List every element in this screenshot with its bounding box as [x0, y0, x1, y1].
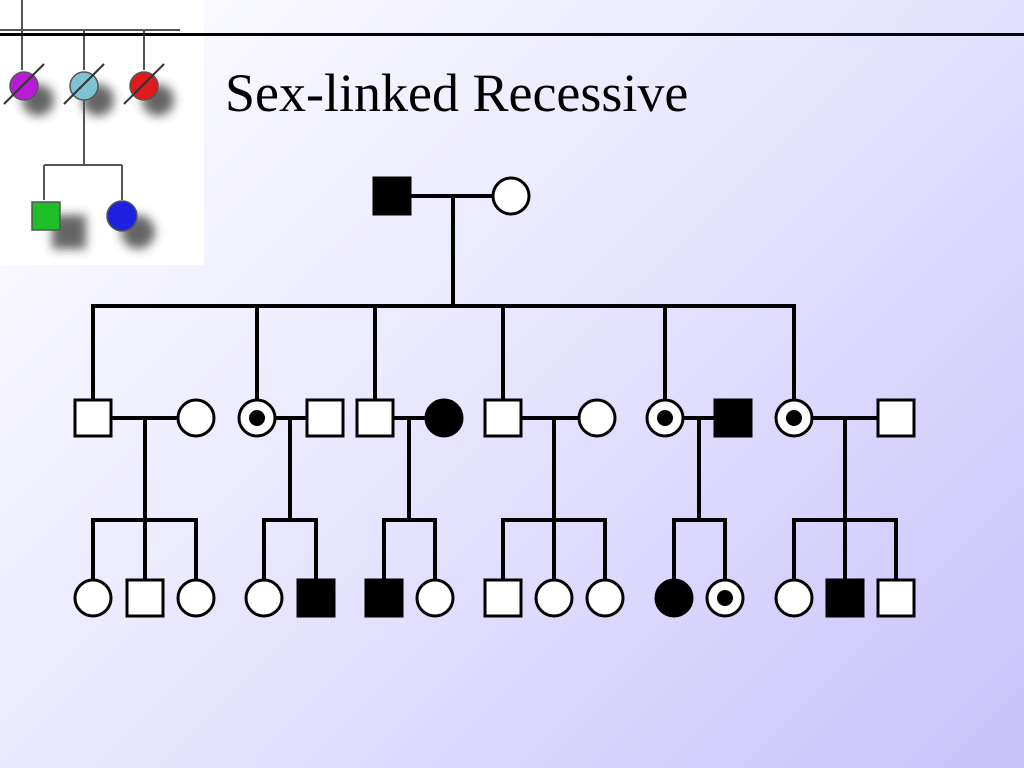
- g3-person-4-3: [585, 578, 625, 618]
- g2-person-1: [73, 398, 113, 438]
- female-circle: [176, 398, 216, 438]
- g3-person-1-3: [176, 578, 216, 618]
- female-circle: [577, 398, 617, 438]
- male-square: [125, 578, 165, 618]
- female-circle: [654, 578, 694, 618]
- male-square: [355, 398, 395, 438]
- logo-magenta-circle: [9, 71, 39, 101]
- g3-person-4-1: [483, 578, 523, 618]
- g3-person-4-2: [534, 578, 574, 618]
- male-square: [305, 398, 345, 438]
- g2-person-7: [483, 398, 523, 438]
- female-circle: [534, 578, 574, 618]
- female-circle: [424, 398, 464, 438]
- female-circle: [176, 578, 216, 618]
- male-square: [876, 398, 916, 438]
- g2-person-12: [876, 398, 916, 438]
- logo-cyan-circle: [69, 71, 99, 101]
- carrier-dot: [657, 410, 673, 426]
- g3-person-6-2: [825, 578, 865, 618]
- header-rule: [0, 33, 1024, 36]
- female-circle: [774, 578, 814, 618]
- pedigree-symbols: [73, 176, 916, 618]
- male-square: [825, 578, 865, 618]
- pedigree-logo-icon: [0, 0, 204, 265]
- female-circle: [585, 578, 625, 618]
- g1-person-1: [372, 176, 412, 216]
- female-circle: [73, 578, 113, 618]
- g3-person-2-1: [244, 578, 284, 618]
- carrier-dot: [249, 410, 265, 426]
- logo-blue-circle: [106, 200, 138, 232]
- male-square: [876, 578, 916, 618]
- g3-person-1-1: [73, 578, 113, 618]
- g2-person-2: [176, 398, 216, 438]
- g2-person-9: [645, 398, 685, 438]
- carrier-dot: [717, 590, 733, 606]
- g3-person-5-1: [654, 578, 694, 618]
- g3-person-5-2: [705, 578, 745, 618]
- g3-person-2-2: [296, 578, 336, 618]
- female-circle: [491, 176, 531, 216]
- male-square: [364, 578, 404, 618]
- g2-person-8: [577, 398, 617, 438]
- male-square: [713, 398, 753, 438]
- male-square: [372, 176, 412, 216]
- g2-person-10: [713, 398, 753, 438]
- logo-red-circle: [129, 71, 159, 101]
- logo-green-square: [31, 201, 61, 231]
- carrier-dot: [786, 410, 802, 426]
- g2-person-3: [237, 398, 277, 438]
- male-square: [483, 578, 523, 618]
- g2-person-5: [355, 398, 395, 438]
- female-circle: [244, 578, 284, 618]
- g2-person-6: [424, 398, 464, 438]
- g3-person-1-2: [125, 578, 165, 618]
- g3-person-6-1: [774, 578, 814, 618]
- g3-person-3-2: [415, 578, 455, 618]
- g1-person-2: [491, 176, 531, 216]
- g3-person-3-1: [364, 578, 404, 618]
- slide-title: Sex-linked Recessive: [225, 63, 689, 123]
- male-square: [296, 578, 336, 618]
- female-circle: [415, 578, 455, 618]
- g2-person-11: [774, 398, 814, 438]
- pedigree-lines: [91, 194, 898, 582]
- male-square: [73, 398, 113, 438]
- male-square: [483, 398, 523, 438]
- pedigree-logo-graphic: [0, 0, 180, 249]
- g2-person-4: [305, 398, 345, 438]
- g3-person-6-3: [876, 578, 916, 618]
